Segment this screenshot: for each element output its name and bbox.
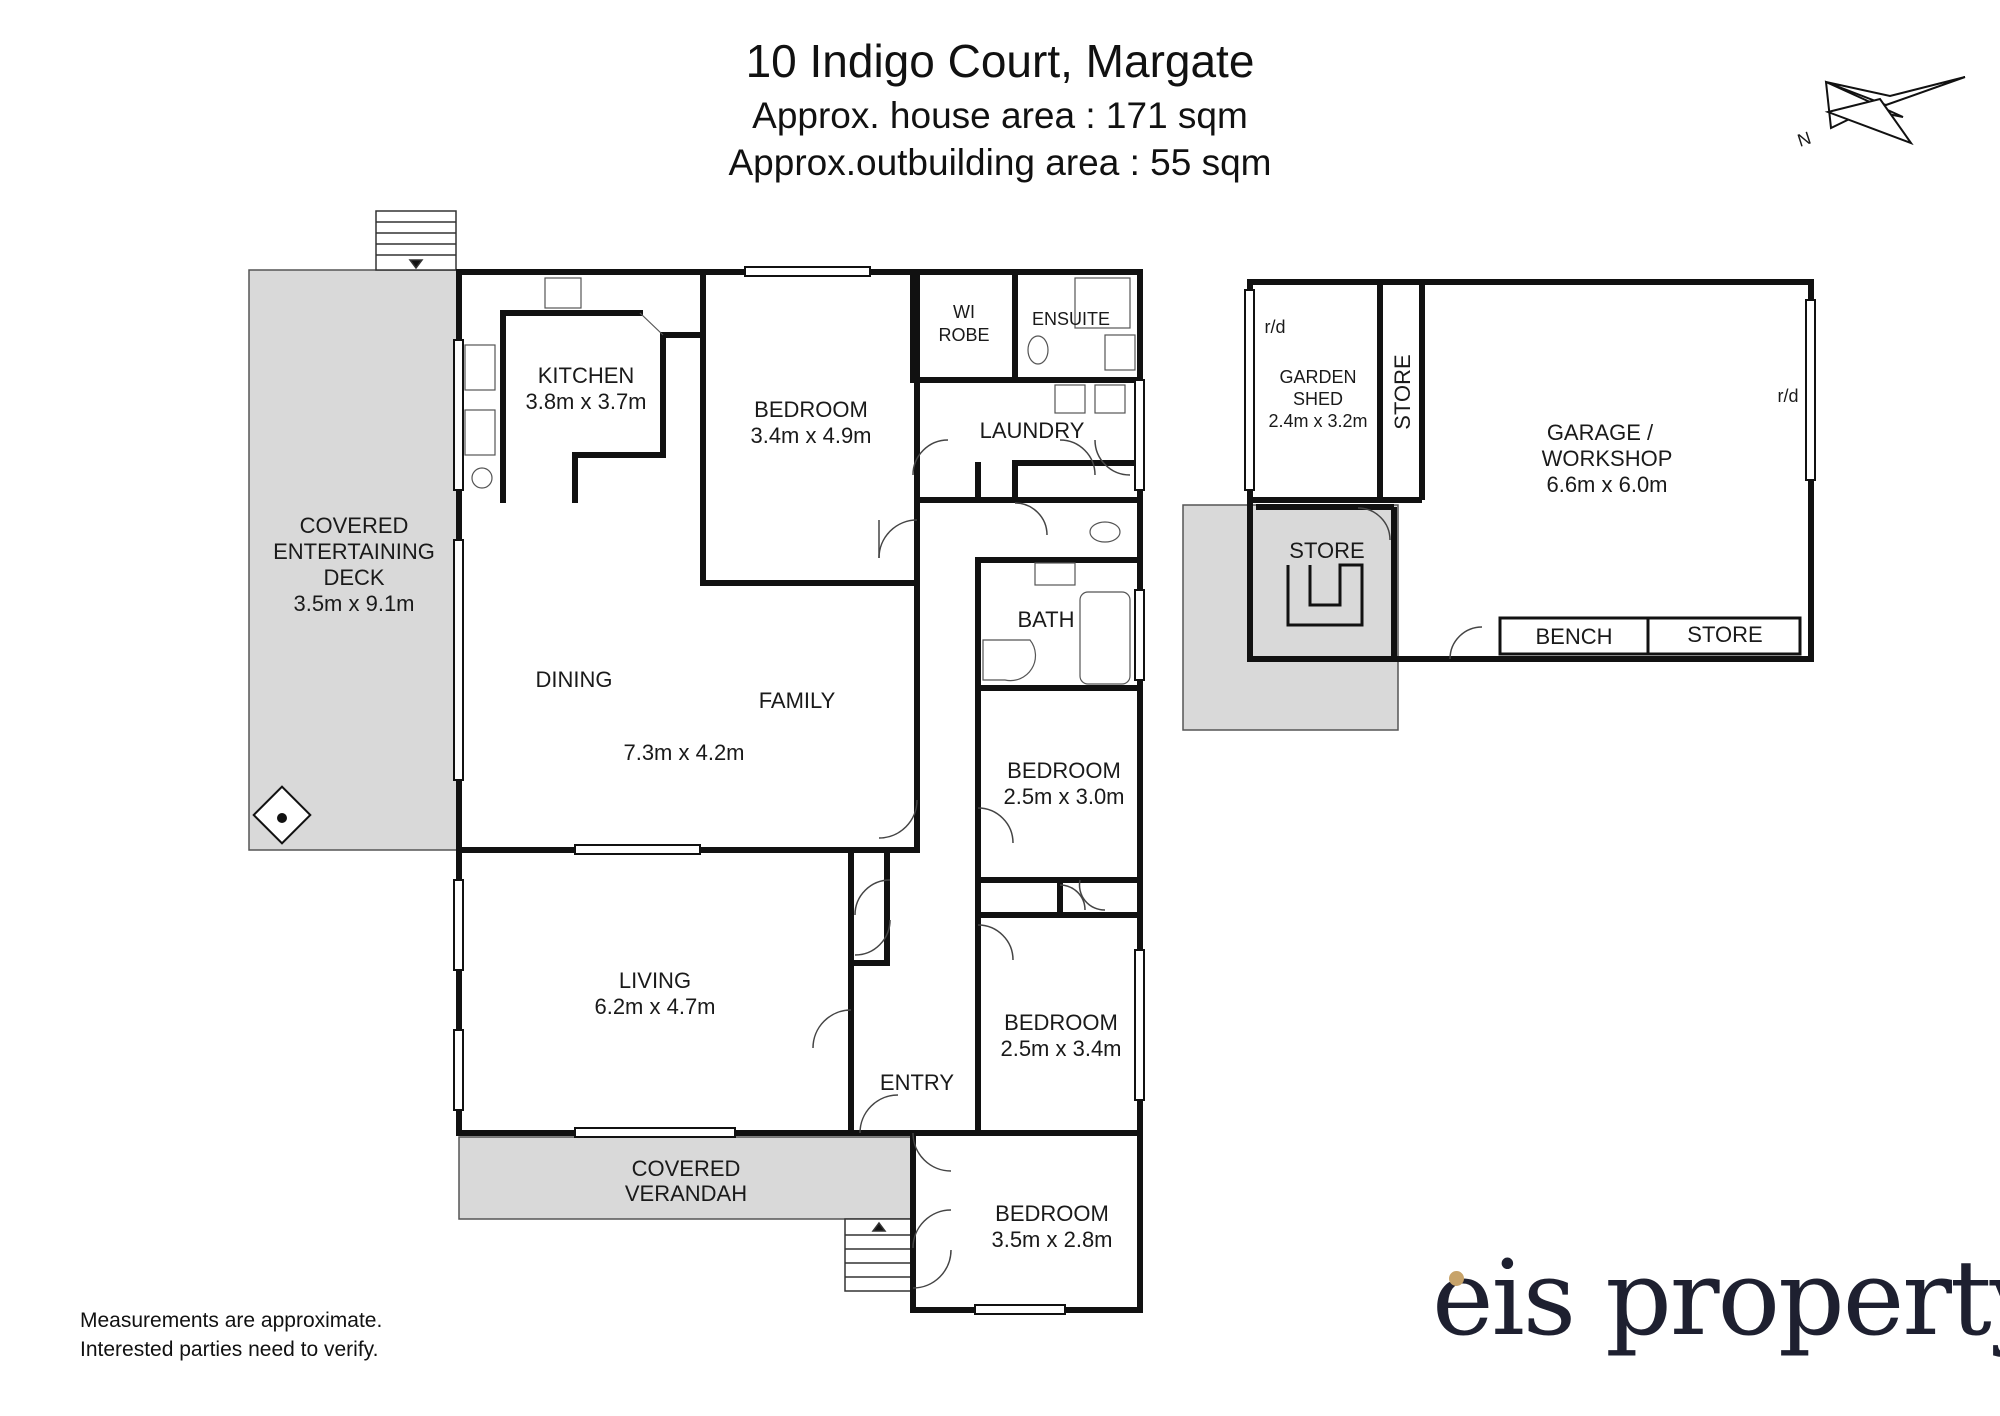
bedroom-1-label: BEDROOM [754, 397, 868, 422]
kitchen-dimensions: 3.8m x 3.7m [525, 389, 646, 414]
outbuilding-labels: r/d GARDEN SHED 2.4m x 3.2m STORE STORE … [1264, 317, 1798, 649]
deck-label-2: ENTERTAINING [273, 539, 435, 564]
garage-label-1: GARAGE / [1547, 420, 1654, 445]
deck-dimensions: 3.5m x 9.1m [293, 591, 414, 616]
wi-robe-label-1: WI [953, 302, 975, 322]
garage-store-label: STORE [1687, 622, 1762, 647]
agency-logo: eis property [1432, 1238, 2000, 1368]
covered-verandah-area [458, 1136, 915, 1220]
verandah-label-1: COVERED [632, 1156, 741, 1181]
dining-label: DINING [536, 667, 613, 692]
rd-label-garage: r/d [1777, 386, 1798, 406]
deck-label-1: COVERED [300, 513, 409, 538]
bbq-icon [252, 785, 312, 845]
bedroom-4-dimensions: 3.5m x 2.8m [991, 1227, 1112, 1252]
garden-shed-label-2: SHED [1293, 389, 1343, 409]
logo-dot [1449, 1271, 1464, 1286]
dining-family-dimensions: 7.3m x 4.2m [623, 740, 744, 765]
compass-label: N [1795, 128, 1814, 151]
bedroom-2-label: BEDROOM [1007, 758, 1121, 783]
windows [453, 266, 1816, 1315]
property-address: 10 Indigo Court, Margate [745, 35, 1255, 87]
rd-label-shed: r/d [1264, 317, 1285, 337]
house-area: Approx. house area : 171 sqm [752, 95, 1248, 136]
ensuite-label: ENSUITE [1032, 309, 1110, 329]
bath-label: BATH [1017, 607, 1074, 632]
bedroom-3-dimensions: 2.5m x 3.4m [1000, 1036, 1121, 1061]
kitchen-label: KITCHEN [538, 363, 635, 388]
disclaimer: Measurements are approximate. Interested… [80, 1306, 382, 1364]
store-small-label: STORE [1289, 538, 1364, 563]
steps-top [375, 210, 457, 271]
doors [812, 439, 1483, 1289]
garage-dimensions: 6.6m x 6.0m [1546, 472, 1667, 497]
steps-bottom [844, 1218, 914, 1292]
house-room-labels: COVERED ENTERTAINING DECK 3.5m x 9.1m KI… [273, 302, 1124, 1252]
garden-shed-dimensions: 2.4m x 3.2m [1268, 411, 1367, 431]
deck-label-3: DECK [323, 565, 384, 590]
bedroom-2-dimensions: 2.5m x 3.0m [1003, 784, 1124, 809]
bathroom-fixtures [982, 277, 1136, 685]
kitchen-fixtures [464, 277, 664, 489]
bedroom-4-label: BEDROOM [995, 1201, 1109, 1226]
bedroom-3-label: BEDROOM [1004, 1010, 1118, 1035]
disclaimer-line-1: Measurements are approximate. [80, 1309, 383, 1332]
agency-logo-text: eis property [1432, 1237, 2000, 1359]
north-arrow-icon: N [1795, 76, 1966, 151]
laundry-label: LAUNDRY [980, 418, 1085, 443]
house-walls [456, 269, 1143, 1313]
garage-label-2: WORKSHOP [1542, 446, 1673, 471]
disclaimer-line-2: Interested parties need to verify. [80, 1338, 379, 1361]
bedroom-1-dimensions: 3.4m x 4.9m [750, 423, 871, 448]
family-label: FAMILY [759, 688, 836, 713]
garden-shed-label-1: GARDEN [1279, 367, 1356, 387]
verandah-label-2: VERANDAH [625, 1181, 747, 1206]
entry-label: ENTRY [880, 1070, 954, 1095]
plan-header: 10 Indigo Court, Margate Approx. house a… [0, 30, 2000, 186]
outbuilding-area: Approx.outbuilding area : 55 sqm [728, 142, 1272, 183]
store-vertical-label: STORE [1390, 354, 1415, 429]
bench-label: BENCH [1535, 624, 1612, 649]
living-label: LIVING [619, 968, 691, 993]
wi-robe-label-2: ROBE [938, 325, 989, 345]
living-dimensions: 6.2m x 4.7m [594, 994, 715, 1019]
